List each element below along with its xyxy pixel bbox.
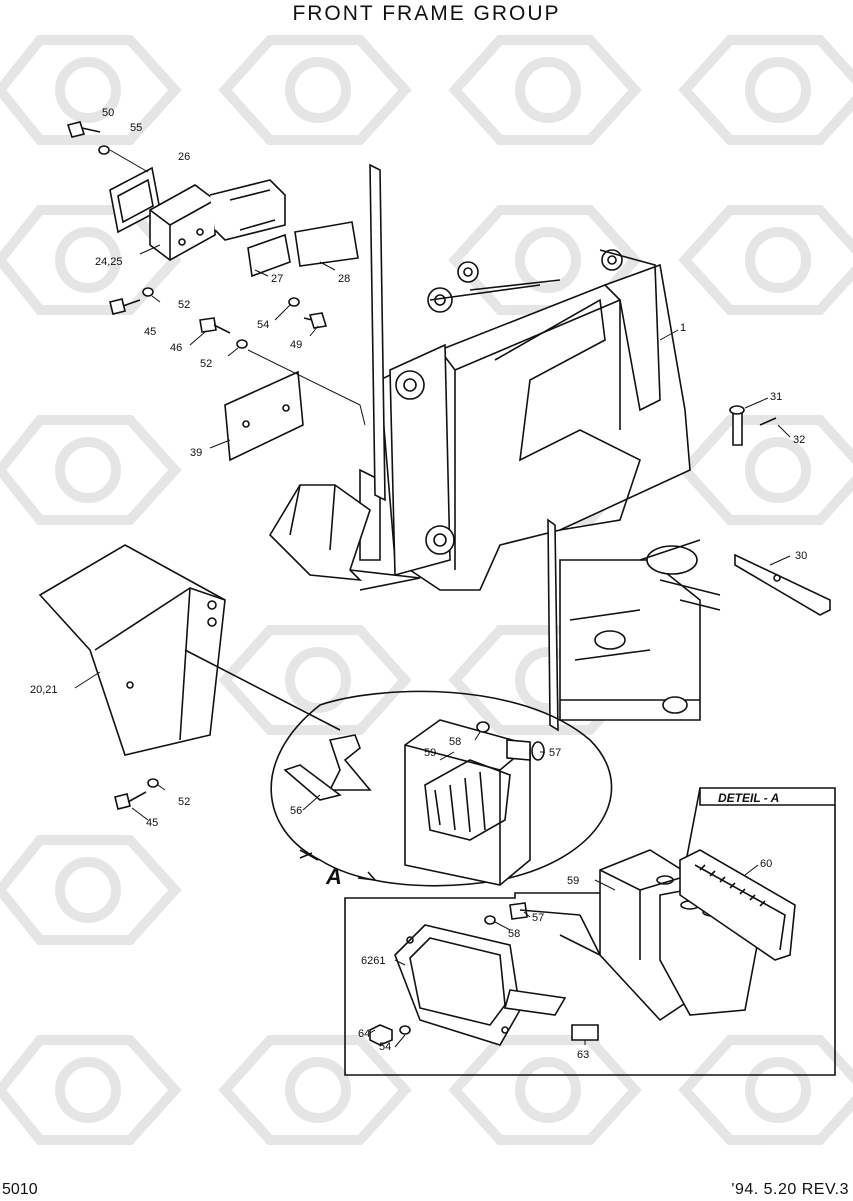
detail-ellipse bbox=[270, 690, 613, 887]
fender-cover bbox=[38, 544, 341, 756]
detail-label: DETEIL - A bbox=[718, 791, 779, 805]
revision-date: '94. 5.20 REV.3 bbox=[731, 1181, 849, 1198]
page-title: FRONT FRAME GROUP bbox=[292, 2, 561, 25]
fastener-group-lower bbox=[114, 778, 159, 810]
callout-32: 32 bbox=[793, 434, 805, 446]
callouts: 50 55 26 24,25 27 28 52 45 54 49 46 52 1… bbox=[30, 107, 807, 1061]
detail-box bbox=[344, 787, 836, 1076]
callout-60: 60 bbox=[760, 858, 772, 870]
callout-58: 58 bbox=[449, 736, 461, 748]
callout-6261: 6261 bbox=[361, 955, 385, 967]
callout-58: 58 bbox=[508, 928, 520, 940]
callout-64: 64 bbox=[358, 1028, 370, 1040]
callout-55: 55 bbox=[130, 122, 142, 134]
bracket-assembly bbox=[109, 166, 286, 261]
callout-52: 52 bbox=[200, 358, 212, 370]
callout-39: 39 bbox=[190, 447, 202, 459]
page-number: 5010 bbox=[2, 1181, 38, 1198]
view-marker: A bbox=[325, 864, 342, 889]
callout-57: 57 bbox=[549, 747, 561, 759]
callout-45: 45 bbox=[146, 817, 158, 829]
callout-57: 57 bbox=[532, 912, 544, 924]
callout-54: 54 bbox=[379, 1041, 391, 1053]
front-frame bbox=[359, 249, 721, 721]
cover-plates bbox=[224, 221, 359, 462]
callout-59: 59 bbox=[424, 747, 436, 759]
callout-28: 28 bbox=[338, 273, 350, 285]
callout-31: 31 bbox=[770, 391, 782, 403]
callout-49: 49 bbox=[290, 339, 302, 351]
callout-52: 52 bbox=[178, 299, 190, 311]
callout-46: 46 bbox=[170, 342, 182, 354]
callout-24-25: 24,25 bbox=[95, 256, 123, 268]
callout-59: 59 bbox=[567, 875, 579, 887]
callout-45: 45 bbox=[144, 326, 156, 338]
stand-bracket bbox=[268, 484, 421, 591]
callout-26: 26 bbox=[178, 151, 190, 163]
side-plate bbox=[369, 163, 559, 732]
callout-54: 54 bbox=[257, 319, 269, 331]
callout-30: 30 bbox=[795, 550, 807, 562]
callout-63: 63 bbox=[577, 1049, 589, 1061]
watermark-pattern bbox=[0, 35, 853, 1145]
callout-27: 27 bbox=[271, 273, 283, 285]
leader-lines bbox=[74, 149, 791, 1048]
fastener-group-upper bbox=[66, 121, 328, 349]
callout-52: 52 bbox=[178, 796, 190, 808]
pin-link-group bbox=[729, 405, 831, 616]
callout-50: 50 bbox=[102, 107, 114, 119]
callout-1: 1 bbox=[680, 322, 686, 334]
callout-20-21: 20,21 bbox=[30, 684, 58, 696]
callout-56: 56 bbox=[290, 805, 302, 817]
